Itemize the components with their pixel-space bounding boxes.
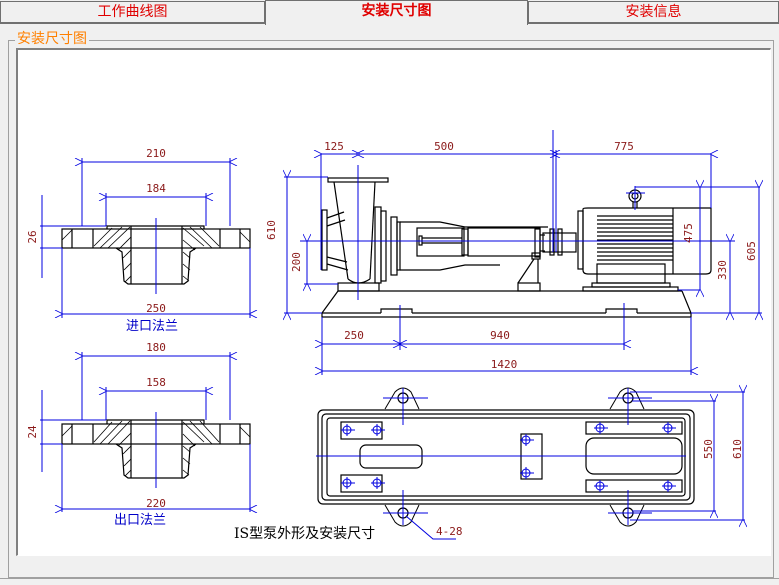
installation-dimensions-group — [8, 40, 774, 578]
dim-610-height: 610 — [265, 220, 278, 240]
drawing-canvas: 210 184 250 26 进口法兰 — [16, 48, 771, 556]
pump-side-view: 125 500 775 610 200 475 330 605 250 940 … — [265, 130, 762, 375]
outlet-raised-face-dim: 158 — [146, 376, 166, 389]
dim-550-bolt-spacing: 550 — [702, 439, 715, 459]
drawing-title: IS型泵外形及安装尺寸 — [234, 526, 375, 542]
dim-1420-base: 1420 — [491, 358, 518, 371]
tab-performance-curve[interactable]: 工作曲线图 — [0, 1, 265, 23]
motor-cooling-fins — [597, 215, 673, 261]
inlet-raised-face-dim: 184 — [146, 182, 166, 195]
dim-125: 125 — [324, 140, 344, 153]
dim-500: 500 — [434, 140, 454, 153]
dim-200-inlet: 200 — [290, 252, 303, 272]
outlet-flange-label: 出口法兰 — [114, 513, 166, 528]
tab-installation-dimensions[interactable]: 安装尺寸图 — [265, 0, 528, 25]
dim-250-base: 250 — [344, 329, 364, 342]
tab-installation-info[interactable]: 安装信息 — [528, 1, 779, 23]
base-top-view: 550 610 4-28 — [316, 388, 745, 540]
tab-bar: 工作曲线图 安装尺寸图 安装信息 — [0, 0, 779, 25]
outlet-outer-diameter-dim: 220 — [146, 497, 166, 510]
anchor-holes-callout: 4-28 — [436, 525, 463, 538]
dim-940-base: 940 — [490, 329, 510, 342]
dim-610-base-width: 610 — [731, 439, 744, 459]
dim-475-motor: 475 — [682, 223, 695, 243]
inlet-bolt-circle-dim: 210 — [146, 147, 166, 160]
outlet-flange-drawing: 180 158 220 24 出口法兰 — [26, 341, 250, 528]
group-title: 安装尺寸图 — [15, 31, 89, 48]
inlet-flange-drawing: 210 184 250 26 进口法兰 — [26, 147, 250, 334]
dim-605-overall: 605 — [745, 241, 758, 261]
outlet-bolt-circle-dim: 180 — [146, 341, 166, 354]
inlet-flange-label: 进口法兰 — [126, 319, 178, 334]
bolt-hole-markers — [341, 388, 676, 525]
dim-775: 775 — [614, 140, 634, 153]
dim-330-shaft: 330 — [716, 260, 729, 280]
inlet-outer-diameter-dim: 250 — [146, 302, 166, 315]
outlet-thickness-dim: 24 — [26, 425, 39, 439]
bottom-border — [0, 578, 779, 585]
inlet-thickness-dim: 26 — [26, 230, 39, 243]
